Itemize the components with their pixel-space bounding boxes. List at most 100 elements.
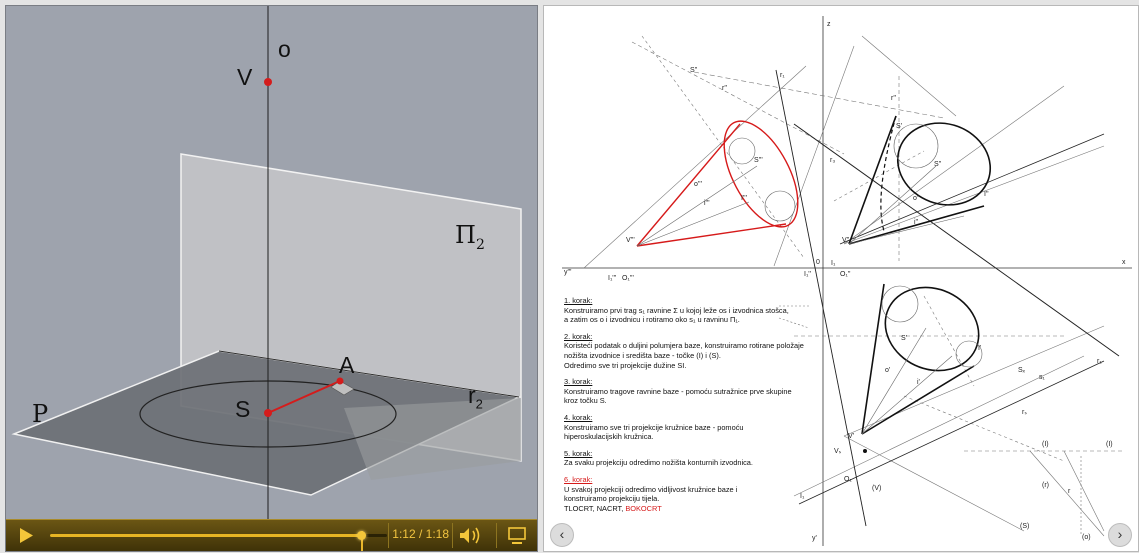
video-frame xyxy=(11,6,522,522)
step-item: 2. korak:Koristeći podatak o duljini pol… xyxy=(564,332,834,370)
svg-text:V'': V'' xyxy=(842,237,849,244)
step-item: 5. korak:Za svaku projekciju odredimo no… xyxy=(564,449,834,468)
step-line: Konstruiramo tragove ravnine baze - pomo… xyxy=(564,386,792,396)
svg-text:S'': S'' xyxy=(690,67,697,74)
volume-button[interactable] xyxy=(455,523,489,548)
controls-divider xyxy=(388,523,389,548)
svg-text:(V): (V) xyxy=(872,485,881,492)
svg-text:rₛ: rₛ xyxy=(1022,409,1027,416)
svg-text:r: r xyxy=(1068,488,1071,495)
label-pi2: Π2 xyxy=(455,221,485,253)
controls-divider xyxy=(496,523,497,548)
svg-text:i': i' xyxy=(917,379,920,386)
top-cone xyxy=(861,283,980,435)
next-button[interactable]: › xyxy=(1108,523,1132,547)
svg-text:O₁''': O₁''' xyxy=(622,275,634,282)
svg-text:I₁'': I₁'' xyxy=(804,271,811,278)
svg-text:Vₛ: Vₛ xyxy=(834,448,842,455)
svg-text:I₁: I₁ xyxy=(831,260,836,267)
step-line: hiperoskulacijskih kružnica. xyxy=(564,432,654,442)
axis-z-label: z xyxy=(827,21,831,28)
video-player[interactable]: o V Π2 A S r2 P 1:12 / 1:18 xyxy=(5,5,538,552)
front-cone xyxy=(848,115,992,245)
step-title: 1. korak: xyxy=(564,296,593,305)
speaker-icon xyxy=(460,527,480,544)
svg-text:I₁''': I₁''' xyxy=(608,275,616,282)
vertical-plane-lower xyxy=(344,398,521,480)
svg-text:s₁: s₁ xyxy=(1039,374,1046,381)
projection-drawing: z x y''' y' S'' r'' r₁ r₃ S''' I''' o'''… xyxy=(562,16,1132,546)
svg-text:S': S' xyxy=(901,335,907,342)
step-line: Za svaku projekciju odredimo nožišta kon… xyxy=(564,458,753,468)
step-line: Odredimo sve tri projekcije dužine SI. xyxy=(564,360,687,370)
step-title: 3. korak: xyxy=(564,377,593,387)
svg-text:(S): (S) xyxy=(1020,523,1029,530)
svg-text:S'': S'' xyxy=(934,161,941,168)
play-icon xyxy=(20,528,33,543)
svg-text:r₁: r₁ xyxy=(780,72,785,79)
controls-divider xyxy=(452,523,453,548)
svg-text:0: 0 xyxy=(816,259,820,266)
chevron-left-icon: ‹ xyxy=(559,526,565,542)
step-line: U svakoj projekciji odredimo vidljivost … xyxy=(564,484,738,494)
play-button[interactable] xyxy=(6,520,42,551)
label-s: S xyxy=(235,396,251,422)
progress-marker xyxy=(361,531,364,551)
step-item: 1. korak:Konstruiramo prvi trag s₁ ravni… xyxy=(564,296,834,325)
svg-text:r'': r'' xyxy=(722,85,727,92)
drawing-panel: z x y''' y' S'' r'' r₁ r₃ S''' I''' o'''… xyxy=(543,5,1139,552)
label-v: V xyxy=(237,64,253,90)
axis-y1-label: y' xyxy=(812,535,817,542)
step-item: TLOCRT, NACRT, BOKOCRT xyxy=(564,504,834,514)
step-item: 3. korak:Konstruiramo tragove ravnine ba… xyxy=(564,377,834,406)
svg-text:(I): (I) xyxy=(1106,441,1113,448)
svg-text:r₁: r₁ xyxy=(1097,358,1102,365)
construction-steps: 1. korak:Konstruiramo prvi trag s₁ ravni… xyxy=(564,296,834,520)
svg-text:(o): (o) xyxy=(1082,534,1091,541)
step-line: Konstruiramo sve tri projekcije kružnice… xyxy=(564,422,744,432)
screen-icon xyxy=(508,527,526,544)
svg-text:i'': i'' xyxy=(914,219,918,226)
right-angle-mark xyxy=(330,380,355,396)
step-line: konstruiramo projekciju tijela. xyxy=(564,494,660,504)
step-line: kroz točku S. xyxy=(564,396,607,406)
step-views: TLOCRT, NACRT, BOKOCRT xyxy=(564,503,662,513)
svg-text:Sₓ: Sₓ xyxy=(1018,367,1026,374)
svg-text:O₁: O₁ xyxy=(844,476,852,483)
svg-text:o''': o''' xyxy=(694,181,702,188)
step-title: 2. korak: xyxy=(564,331,593,341)
progress-thumb[interactable] xyxy=(357,531,367,540)
time-display: 1:12 / 1:18 xyxy=(392,527,449,541)
label-p: P xyxy=(32,400,49,428)
point-v xyxy=(264,78,272,86)
label-a: A xyxy=(339,352,355,378)
svg-text:i''': i''' xyxy=(704,200,710,207)
step-line: a zatim os o i izvodnicu i rotiramo oko … xyxy=(564,315,740,325)
svg-text:r₃: r₃ xyxy=(830,157,835,164)
progress-bar[interactable] xyxy=(50,531,387,551)
fullscreen-button[interactable] xyxy=(503,523,531,548)
step-item: 4. korak:Konstruiramo sve tri projekcije… xyxy=(564,413,834,442)
svg-text:I'': I'' xyxy=(984,191,989,198)
svg-text:o'': o'' xyxy=(913,195,920,202)
prev-button[interactable]: ‹ xyxy=(550,523,574,547)
svg-text:V': V' xyxy=(848,433,854,440)
axis-x-label: x xyxy=(1122,259,1126,266)
player-controls: 1:12 / 1:18 xyxy=(6,519,537,551)
svg-text:(r): (r) xyxy=(1042,482,1049,489)
label-r2: r2 xyxy=(468,382,483,412)
step-title: 6. korak: xyxy=(564,474,593,484)
step-title: 5. korak: xyxy=(564,448,593,458)
radius-segment xyxy=(267,380,341,414)
step-line: nožišta izvodnice i središta baze - točk… xyxy=(564,350,721,360)
label-o: o xyxy=(278,36,291,62)
progress-fill xyxy=(50,534,362,537)
step-line: Koristeći podatak o duljini polumjera ba… xyxy=(564,341,804,351)
svg-text:I': I' xyxy=(978,345,981,352)
svg-text:r'': r'' xyxy=(891,95,896,102)
point-a xyxy=(336,377,344,385)
svg-text:S''': S''' xyxy=(754,157,763,164)
chevron-right-icon: › xyxy=(1117,526,1123,542)
svg-text:(I): (I) xyxy=(1042,441,1049,448)
svg-text:V''': V''' xyxy=(626,237,635,244)
